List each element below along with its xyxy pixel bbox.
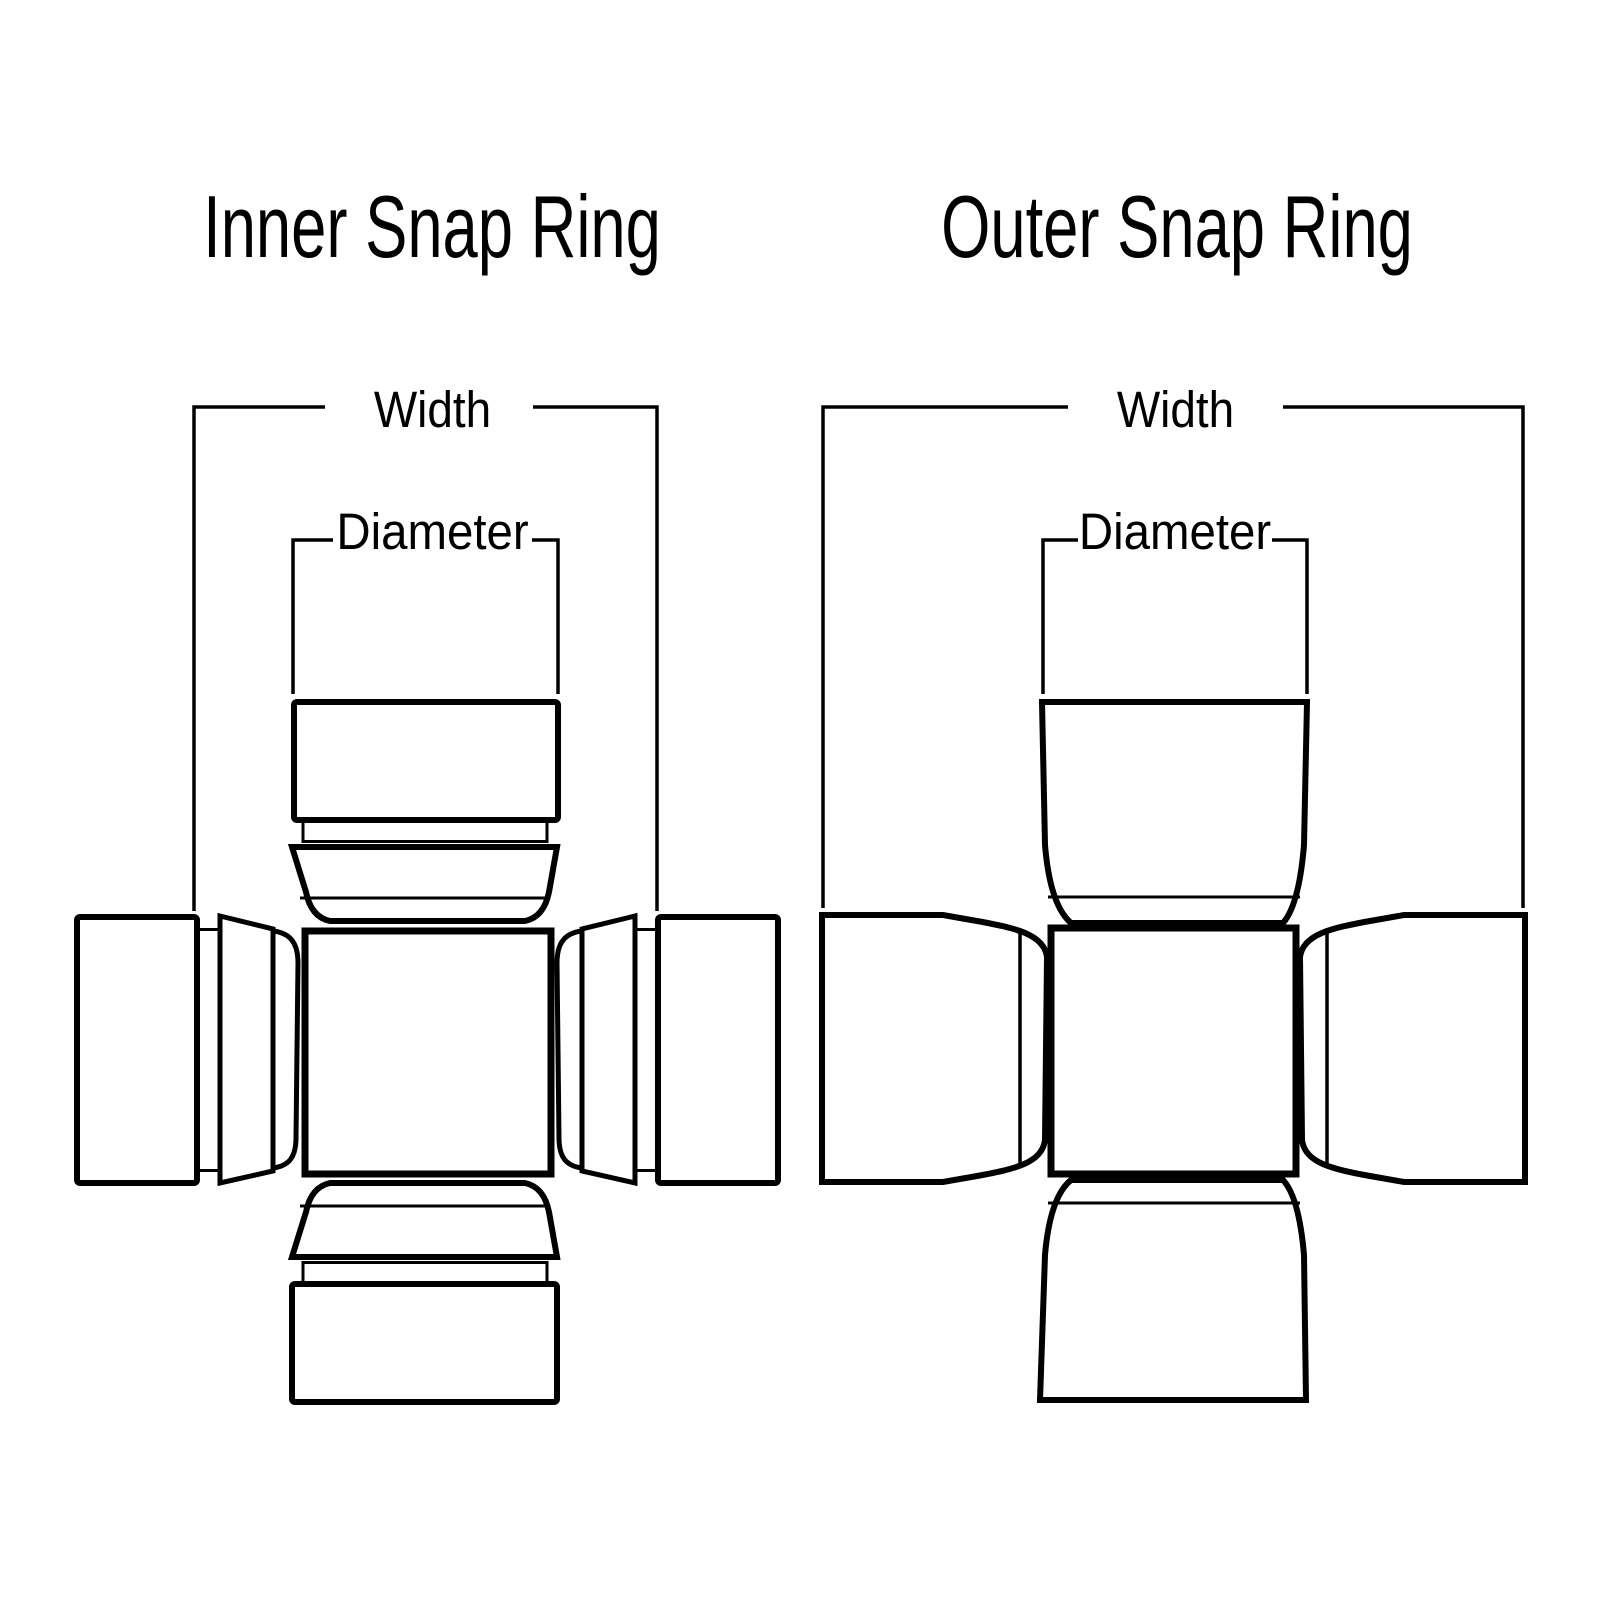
inner-diameter-label-group: Diameter <box>336 503 528 560</box>
inner-bottom-trunnion-boss <box>287 1180 561 1260</box>
inner-title-group: Inner Snap Ring <box>203 179 661 277</box>
inner-snap-ring-diagram: Inner Snap Ring Width Diameter <box>74 179 781 1405</box>
inner-diagram-title: Inner Snap Ring <box>203 179 661 277</box>
outer-title-group: Outer Snap Ring <box>941 179 1413 277</box>
inner-bottom-snap-ring-band <box>301 1261 549 1284</box>
inner-center-body <box>301 927 555 1178</box>
outer-diameter-label: Diameter <box>1079 503 1271 560</box>
outer-bottom-bearing-cup <box>1036 1177 1310 1403</box>
outer-top-bearing-cup <box>1038 699 1311 926</box>
inner-right-bearing-cap <box>655 914 781 1186</box>
inner-right-snap-ring <box>579 912 638 1187</box>
outer-width-label: Width <box>1117 382 1234 439</box>
inner-top-bearing-cap <box>291 699 561 823</box>
inner-left-trunnion-nose <box>272 928 301 1171</box>
inner-right-trunnion-nose <box>554 928 583 1171</box>
outer-diagram-title: Outer Snap Ring <box>941 179 1413 277</box>
inner-diameter-label: Diameter <box>336 503 528 560</box>
inner-width-label: Width <box>374 382 491 439</box>
outer-center-body <box>1047 924 1300 1178</box>
inner-left-bearing-cap <box>74 914 200 1186</box>
outer-left-bearing-cap <box>819 912 1051 1185</box>
outer-snap-ring-diagram: Outer Snap Ring Width Diameter <box>819 179 1528 1403</box>
inner-left-neck-lines <box>197 928 220 1172</box>
inner-width-label-group: Width <box>374 382 491 439</box>
inner-top-trunnion-boss <box>287 844 561 924</box>
inner-bottom-bearing-cap <box>289 1281 560 1405</box>
inner-top-snap-ring-band <box>301 820 549 843</box>
outer-diameter-dimension-bracket <box>1041 538 1309 694</box>
inner-left-snap-ring <box>217 912 276 1187</box>
outer-right-bearing-cap <box>1296 912 1528 1185</box>
outer-width-label-group: Width <box>1117 382 1234 439</box>
outer-width-dimension-bracket <box>821 405 1525 908</box>
inner-diameter-dimension-bracket <box>291 538 560 694</box>
outer-diameter-label-group: Diameter <box>1079 503 1271 560</box>
inner-width-dimension-bracket <box>192 405 659 911</box>
inner-right-neck-lines <box>635 928 658 1172</box>
